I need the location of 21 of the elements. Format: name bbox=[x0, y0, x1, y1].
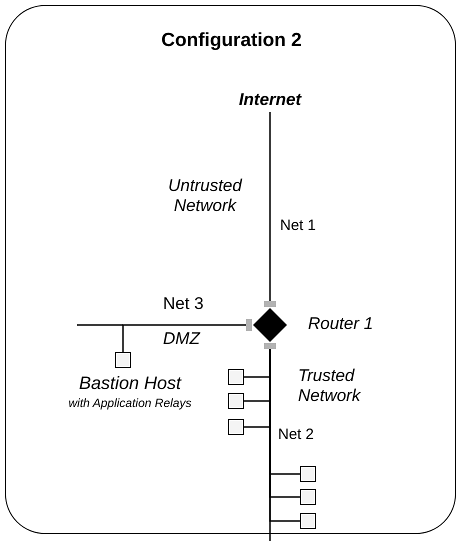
node-caption: Bastion Host bbox=[78, 373, 182, 395]
network-label: Net 1 bbox=[280, 217, 316, 235]
network-label: DMZ bbox=[163, 329, 200, 350]
network-label: Net 3 bbox=[163, 294, 204, 314]
host-box bbox=[300, 466, 316, 482]
host-box bbox=[228, 369, 244, 385]
network-label: Untrusted Network bbox=[167, 176, 244, 217]
network-label: Trusted Network bbox=[298, 366, 362, 407]
diagram-title: Configuration 2 bbox=[160, 30, 303, 52]
node-label: Internet bbox=[236, 90, 304, 110]
router-diamond bbox=[253, 308, 287, 342]
network-label: Net 2 bbox=[278, 426, 314, 444]
host-box bbox=[228, 393, 244, 409]
host-box bbox=[300, 513, 316, 529]
host-box bbox=[228, 419, 244, 435]
host-box bbox=[300, 489, 316, 505]
host-box bbox=[115, 352, 131, 368]
node-caption: with Application Relays bbox=[68, 396, 192, 410]
node-caption: Router 1 bbox=[308, 314, 374, 334]
network-connection bbox=[269, 112, 271, 302]
network-connection bbox=[122, 324, 247, 352]
